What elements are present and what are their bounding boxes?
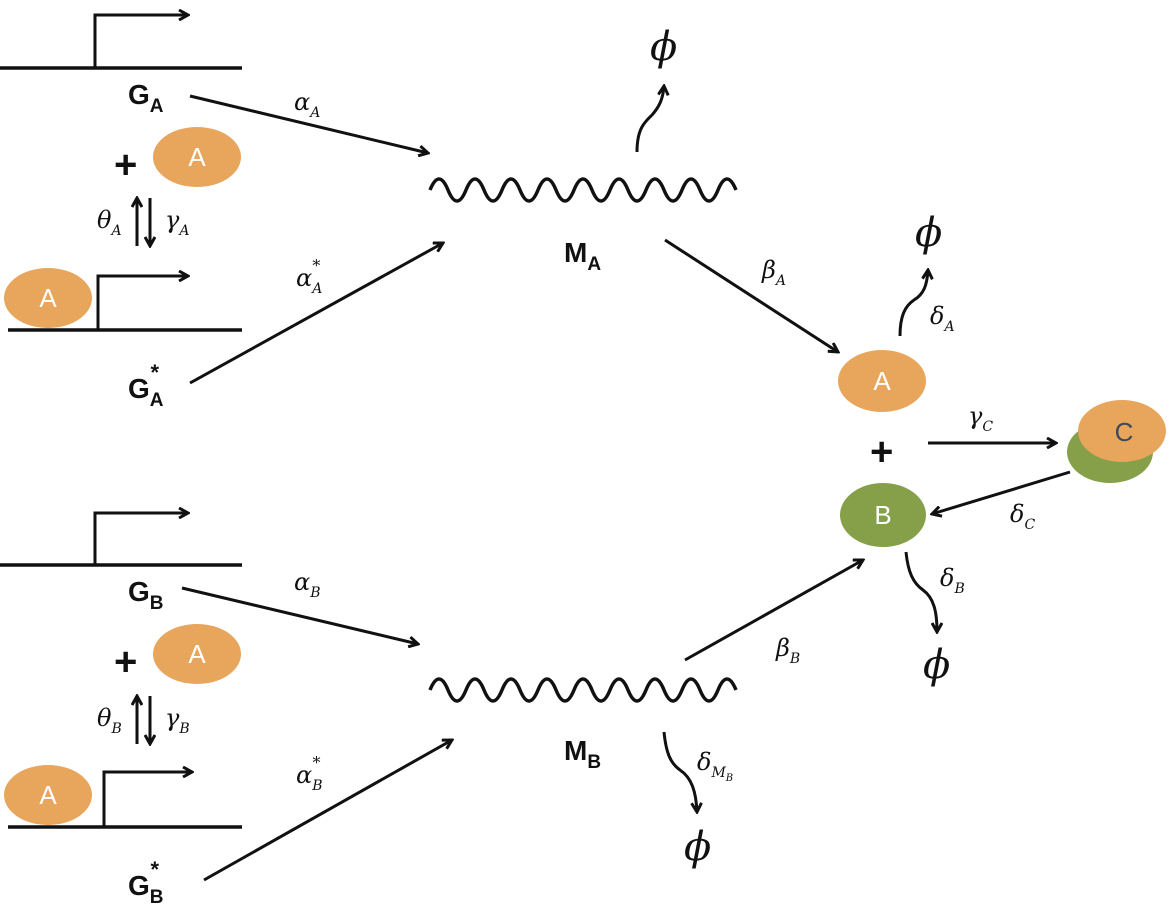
rate-delta-a: δA (930, 302, 955, 335)
gene-ga-label: GA (128, 79, 164, 117)
rate-theta-a: θA (97, 206, 122, 239)
complex-c: C (1067, 400, 1166, 483)
svg-text:A: A (39, 283, 57, 313)
rate-alpha-a-star: αA* (296, 256, 322, 297)
mrna-b-wave (428, 677, 738, 703)
mrna-a-degradation-arrow (635, 86, 664, 153)
transcription-arrow-gb-star (203, 740, 452, 882)
transcription-arrow-gb (181, 586, 418, 644)
complex-dissociation-arrow (932, 470, 1071, 514)
svg-text:A: A (188, 142, 206, 172)
protein-a-binding-gb: A (153, 624, 241, 684)
rate-delta-b: δB (940, 564, 965, 597)
protein-a-degradation-arrow (898, 270, 928, 337)
degradation-mrna-b: ϕ (684, 824, 711, 870)
plus-sign-complex: + (870, 430, 893, 474)
mrna-a-label: MA (564, 237, 601, 275)
plus-sign-a: + (114, 143, 137, 187)
protein-a: A (838, 350, 926, 412)
svg-text:B: B (874, 500, 891, 530)
rate-theta-b: θB (97, 704, 122, 737)
transcription-arrow-ga-star (189, 243, 443, 385)
protein-a-binding-ga: A (153, 127, 241, 187)
svg-text:A: A (39, 780, 57, 810)
promoter-ga-free (0, 15, 242, 70)
svg-text:A: A (873, 366, 891, 396)
degradation-protein-b: ϕ (923, 642, 950, 688)
promoter-ga-bound: A (4, 268, 242, 332)
rate-alpha-b: αB (294, 568, 321, 601)
rate-delta-mb: δMB (697, 748, 733, 784)
rate-beta-a: βA (761, 256, 786, 289)
protein-b: B (840, 483, 926, 547)
rate-gamma-b: γB (165, 704, 190, 737)
mrna-b-degradation-arrow (662, 731, 697, 812)
rate-alpha-a: αA (294, 88, 320, 121)
rate-delta-c: δC (1010, 500, 1035, 533)
plus-sign-b: + (114, 640, 137, 684)
degradation-mrna-a: ϕ (650, 24, 677, 70)
degradation-protein-a: ϕ (915, 210, 942, 256)
rate-alpha-b-star: αB* (296, 753, 323, 794)
promoter-gb-bound: A (4, 765, 242, 829)
svg-text:C: C (1115, 417, 1134, 447)
transcription-arrow-ga (189, 94, 428, 153)
rate-gamma-a: γA (165, 206, 189, 239)
translation-arrow-b (684, 560, 863, 662)
protein-b-degradation-arrow (904, 551, 937, 632)
gene-gb-star-label: GB* (128, 857, 164, 908)
rate-beta-b: βB (775, 634, 800, 667)
svg-text:A: A (188, 639, 206, 669)
translation-arrow-a (664, 238, 838, 352)
mrna-a-wave (428, 177, 738, 203)
gene-gb-label: GB (128, 576, 164, 614)
promoter-gb-free (0, 513, 242, 567)
rate-gamma-c: γC (968, 402, 993, 435)
gene-ga-star-label: GA* (128, 360, 164, 411)
mrna-b-label: MB (564, 735, 601, 773)
